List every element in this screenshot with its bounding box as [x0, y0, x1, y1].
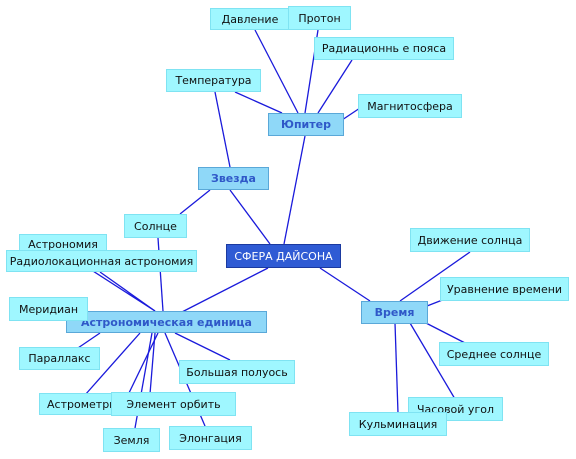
edge-au-semi-major: [174, 332, 231, 361]
edge-au-radio: [99, 271, 156, 312]
edge-time-culmination: [394, 322, 399, 414]
edge-jupiter-pressure: [254, 29, 299, 114]
edge-star-sun: [179, 189, 211, 215]
hub-jupiter[interactable]: Юпитер: [268, 113, 344, 136]
edge-jupiter-temperature: [234, 91, 283, 114]
leaf-proton[interactable]: Протон: [288, 6, 351, 30]
edge-time-hour-angle: [409, 322, 456, 400]
leaf-earth[interactable]: Земля: [103, 428, 160, 452]
edge-center-jupiter: [283, 135, 306, 245]
edge-center-star: [229, 189, 271, 245]
hub-astronomical-unit[interactable]: Астрономическая единица: [66, 311, 267, 333]
edge-center-astro-unit: [179, 267, 269, 314]
edge-time-mean-sun: [423, 321, 468, 345]
leaf-pressure[interactable]: Давление: [210, 8, 290, 30]
edge-au-orbit: [127, 332, 159, 396]
leaf-elongation[interactable]: Элонгация: [169, 426, 252, 450]
leaf-astrometry[interactable]: Астрометрия: [39, 393, 131, 415]
hub-star[interactable]: Звезда: [198, 167, 269, 190]
edge-jupiter-radiation: [317, 59, 353, 114]
edge-jupiter-magnetosphere: [341, 107, 361, 121]
leaf-radiation-belts[interactable]: Радиационнь е пояса: [314, 37, 454, 60]
leaf-parallax[interactable]: Параллакс: [19, 347, 100, 370]
edge-star-temperature: [214, 91, 231, 168]
leaf-orbit-element[interactable]: Элемент орбить: [111, 392, 236, 416]
edge-center-time: [319, 267, 371, 302]
leaf-semi-major-axis[interactable]: Большая полуось: [179, 360, 295, 384]
edge-au-orbit-2: [149, 332, 156, 395]
edge-au-astrometry: [84, 332, 141, 396]
leaf-meridian[interactable]: Меридиан: [9, 297, 88, 321]
center-node[interactable]: СФЕРА ДАЙСОНА: [226, 244, 341, 268]
leaf-magnetosphere[interactable]: Магнитосфера: [358, 94, 462, 118]
edge-sun-astro-unit: [157, 237, 164, 312]
edge-time-sun-motion: [399, 251, 471, 302]
leaf-culmination[interactable]: Кульминация: [349, 412, 447, 436]
leaf-equation-of-time[interactable]: Уравнение времени: [440, 277, 569, 301]
leaf-mean-sun[interactable]: Среднее солнце: [439, 342, 549, 366]
leaf-sun[interactable]: Солнце: [124, 214, 187, 238]
leaf-sun-motion[interactable]: Движение солнца: [410, 228, 530, 252]
hub-time[interactable]: Время: [361, 301, 428, 324]
leaf-temperature[interactable]: Температура: [166, 69, 261, 92]
leaf-radio-astronomy[interactable]: Радиолокационная астрономия: [6, 250, 197, 272]
